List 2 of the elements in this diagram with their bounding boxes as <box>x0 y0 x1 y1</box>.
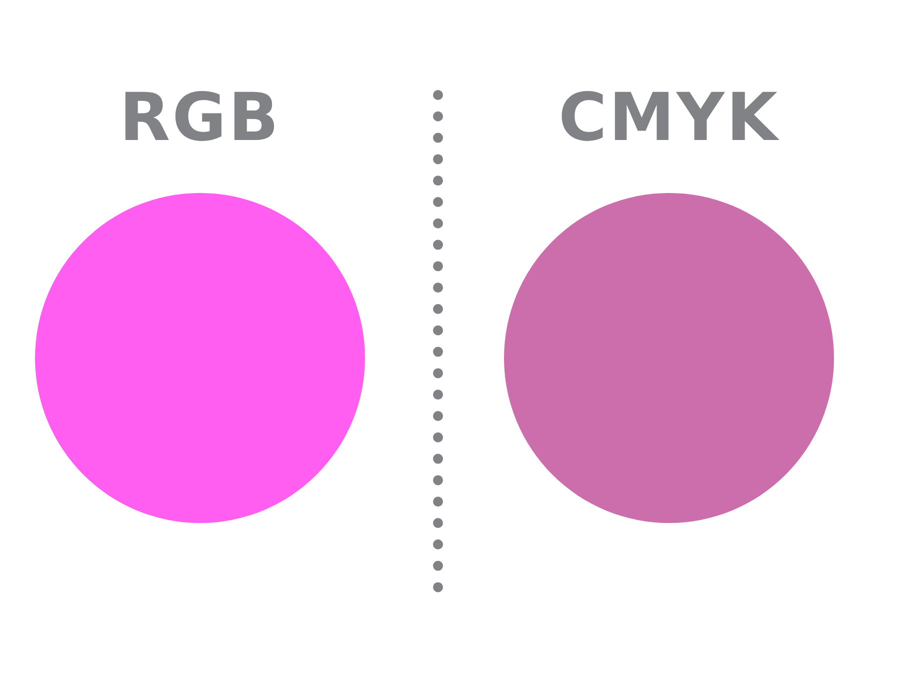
heading: RGB <box>118 85 282 151</box>
heading: CMYK <box>557 85 781 151</box>
